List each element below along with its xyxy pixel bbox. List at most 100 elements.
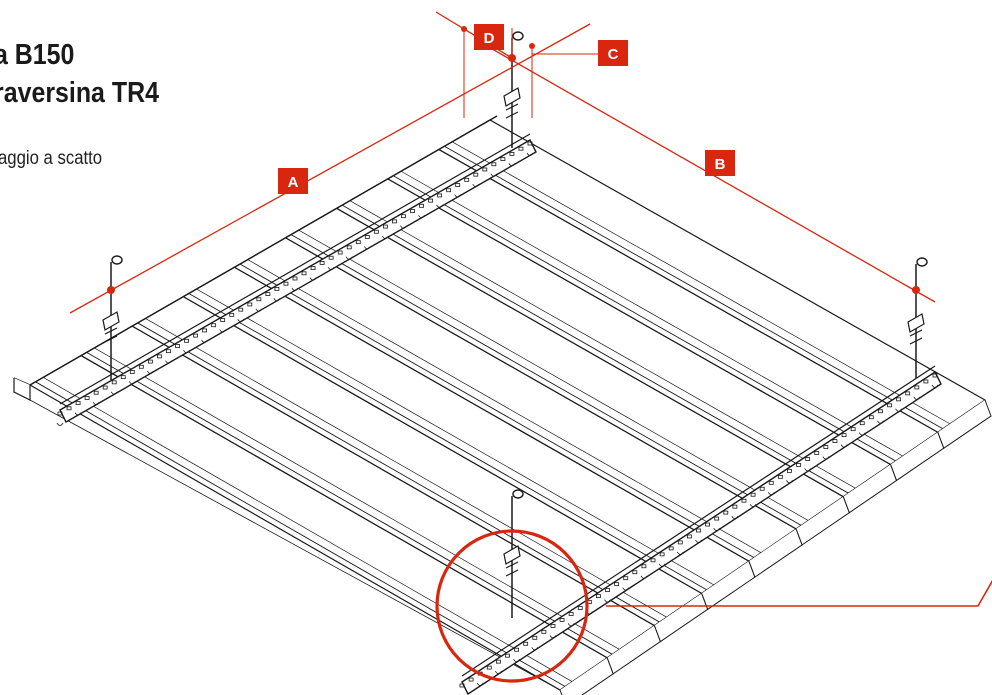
callout-label-b: B bbox=[715, 156, 726, 173]
carrier-slot bbox=[614, 582, 620, 587]
hanger-spring-clip bbox=[503, 545, 521, 565]
panel-groove bbox=[341, 204, 849, 494]
panel-groove bbox=[239, 263, 755, 559]
carrier-slot bbox=[623, 576, 629, 581]
hanger-left bbox=[102, 255, 123, 380]
carrier-slot bbox=[577, 606, 583, 610]
carrier-slot bbox=[527, 141, 533, 146]
carrier-clip bbox=[731, 515, 739, 520]
suspension-hangers bbox=[102, 31, 928, 618]
carrier-slot bbox=[147, 359, 153, 364]
carrier-clip bbox=[604, 599, 611, 603]
dimension-node-d bbox=[461, 26, 467, 32]
carrier-clip bbox=[147, 370, 154, 374]
carrier-clip bbox=[237, 318, 245, 323]
carrier-clip bbox=[822, 456, 830, 460]
carrier-slot bbox=[659, 552, 665, 557]
panel-groove bbox=[86, 351, 613, 655]
carrier-slot bbox=[509, 151, 515, 156]
carrier-clip bbox=[219, 329, 227, 333]
carrier-slot bbox=[229, 312, 235, 317]
carrier-clip bbox=[676, 551, 684, 555]
carrier-clip bbox=[363, 246, 371, 250]
carrier-slot bbox=[355, 240, 361, 245]
carrier-slot bbox=[337, 250, 343, 255]
carrier-slot bbox=[401, 214, 406, 219]
carrier-slot bbox=[382, 224, 388, 229]
panel-groove bbox=[188, 293, 707, 591]
carrier-slot bbox=[868, 415, 874, 420]
carrier-clip bbox=[327, 267, 335, 271]
carrier-slot bbox=[923, 379, 929, 384]
hanger-bracket bbox=[505, 103, 519, 119]
hanger-eye bbox=[512, 489, 524, 499]
carrier-slot bbox=[202, 328, 208, 333]
hanger-spring-clip bbox=[503, 87, 521, 107]
carrier-slot bbox=[568, 612, 574, 616]
carrier-slot bbox=[175, 344, 180, 348]
carrier-slot bbox=[265, 292, 271, 296]
carrier-slot bbox=[319, 261, 325, 265]
carrier-slot bbox=[428, 198, 433, 203]
carrier-slot bbox=[256, 297, 262, 302]
panel-groove bbox=[94, 347, 620, 650]
panel-groove bbox=[145, 318, 667, 618]
carrier-slot bbox=[732, 504, 738, 509]
panel-groove bbox=[444, 145, 944, 430]
dimension-node-top bbox=[508, 54, 516, 62]
carrier-clip bbox=[490, 173, 498, 177]
carrier-slot bbox=[932, 373, 938, 378]
carrier-clip bbox=[273, 298, 281, 302]
hanger-bracket bbox=[909, 329, 923, 345]
carrier-slot bbox=[392, 219, 397, 224]
carrier-clip bbox=[767, 492, 775, 496]
carrier-clip bbox=[713, 527, 721, 531]
panel-groove bbox=[298, 229, 809, 521]
carrier-slot bbox=[346, 245, 352, 250]
carrier-slot bbox=[129, 370, 135, 374]
carrier-slot bbox=[850, 427, 856, 432]
carrier-slot bbox=[523, 641, 529, 646]
carrier-slot bbox=[914, 385, 920, 390]
panel-groove bbox=[290, 234, 802, 526]
carrier-slot bbox=[455, 183, 461, 187]
hanger-bracket bbox=[104, 327, 118, 343]
carrier-slot bbox=[138, 364, 144, 369]
carrier-clip bbox=[255, 308, 263, 312]
callout-label-a: A bbox=[288, 174, 299, 191]
carrier-clip bbox=[400, 225, 407, 229]
detail-leader bbox=[606, 579, 992, 607]
carrier-slot bbox=[814, 451, 820, 455]
carrier-slot bbox=[905, 391, 911, 396]
carrier-slot bbox=[486, 665, 492, 670]
carrier-slot bbox=[184, 338, 189, 343]
carrier-slot bbox=[723, 510, 729, 515]
carrier-top-flange bbox=[461, 365, 936, 677]
carrier-slot bbox=[514, 647, 519, 652]
carrier-slot bbox=[464, 177, 470, 182]
carrier-slot bbox=[410, 209, 415, 213]
carrier-slot bbox=[559, 618, 565, 622]
carrier-slot bbox=[57, 411, 63, 416]
carrier-clip bbox=[454, 194, 462, 198]
panel-end-cap bbox=[937, 399, 992, 449]
panel-groove bbox=[43, 377, 573, 682]
carrier-slot bbox=[632, 570, 638, 575]
carrier-clip bbox=[549, 635, 557, 639]
carrier-slot bbox=[759, 486, 765, 491]
carrier-clip bbox=[531, 647, 539, 651]
carrier-slot bbox=[373, 229, 379, 234]
panel-groove bbox=[349, 200, 856, 489]
carrier-clip bbox=[895, 408, 902, 412]
callout-box-d: D bbox=[474, 24, 504, 50]
carrier-slot bbox=[310, 266, 316, 271]
carrier-slot bbox=[238, 307, 244, 312]
carrier-slot bbox=[247, 302, 253, 307]
carrier-slot bbox=[93, 390, 99, 395]
diagram-title: a B150 raversina TR4 bbox=[0, 36, 159, 112]
carrier-slot bbox=[787, 468, 792, 473]
hanger-front bbox=[503, 489, 524, 618]
carrier-slot bbox=[364, 235, 370, 239]
carrier-rails bbox=[56, 133, 942, 695]
